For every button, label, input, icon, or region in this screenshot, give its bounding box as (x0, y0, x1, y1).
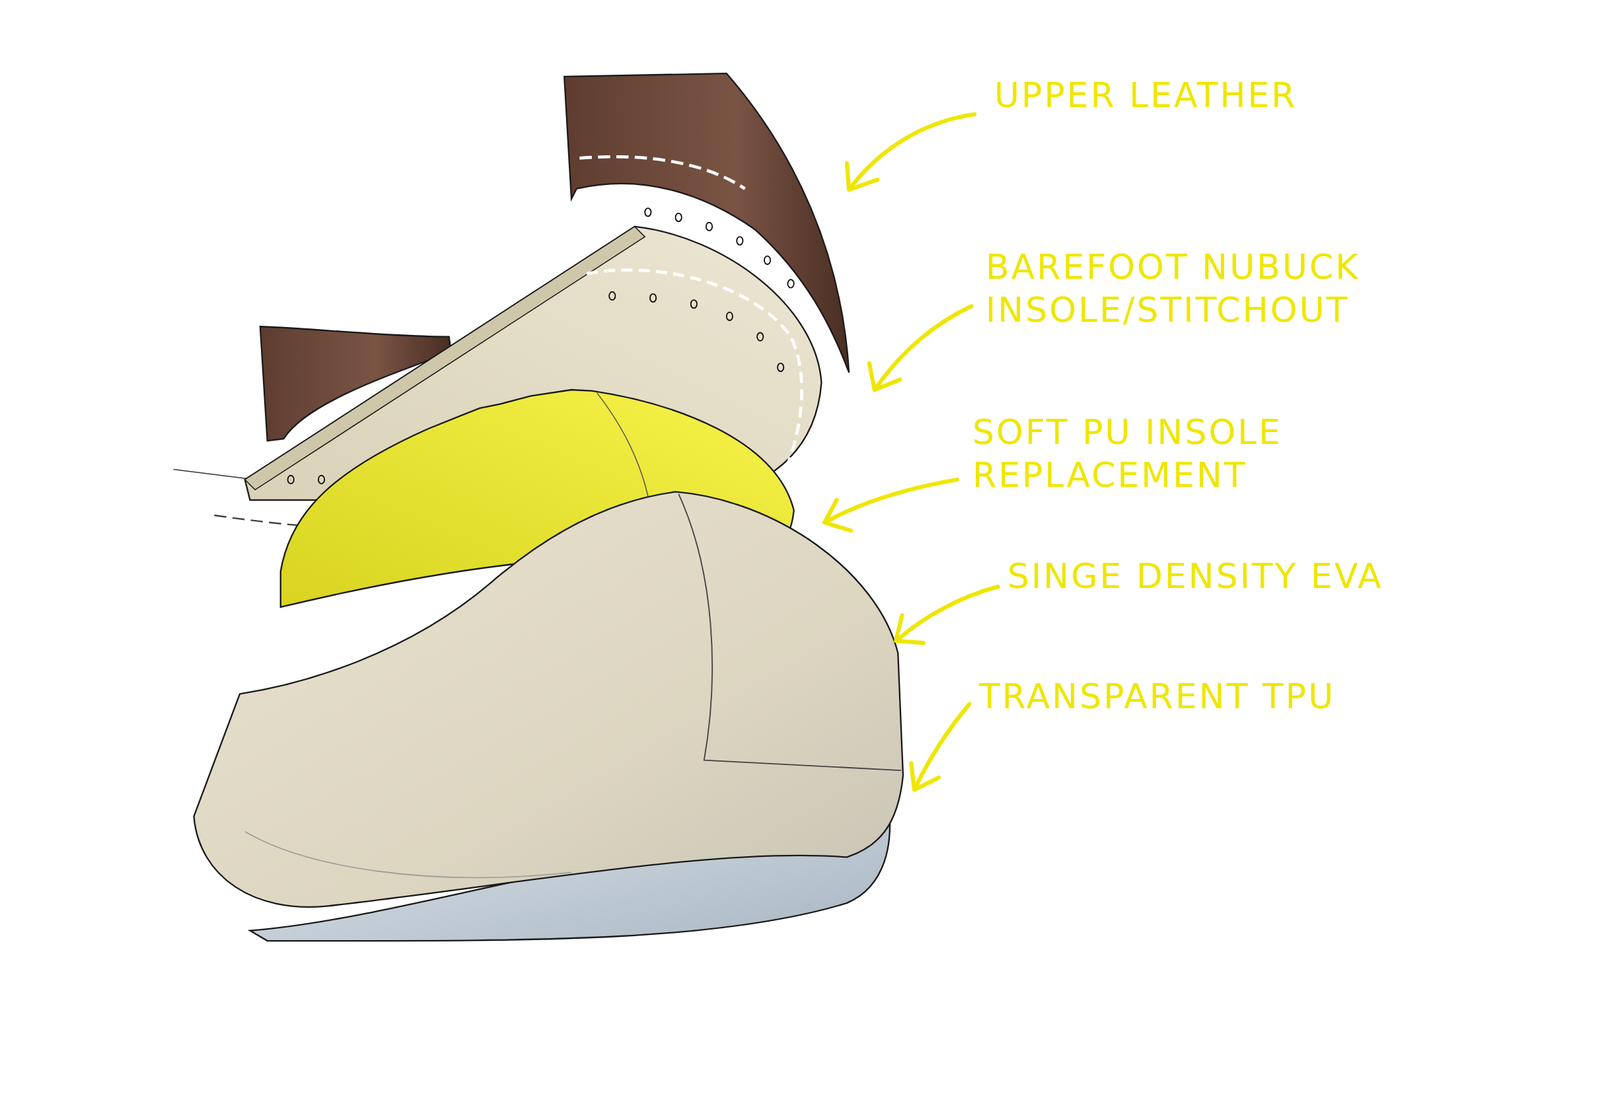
part-label: SINGE DENSITY EVA (1007, 554, 1576, 598)
part-label: UPPER LEATHER (994, 73, 1536, 117)
stitch-line (579, 156, 745, 189)
eva-edge-line (245, 831, 572, 878)
eva-midsole (193, 491, 904, 907)
leader-arrow (824, 114, 999, 790)
guide-line (173, 469, 256, 479)
eva-edge-line (678, 494, 902, 771)
part-label: SOFT PU INSOLE REPLACEMENT (972, 410, 1396, 497)
part-label: BAREFOOT NUBUCK INSOLE/STITCHOUT (985, 245, 1462, 332)
part-label: TRANSPARENT TPU (979, 675, 1548, 719)
